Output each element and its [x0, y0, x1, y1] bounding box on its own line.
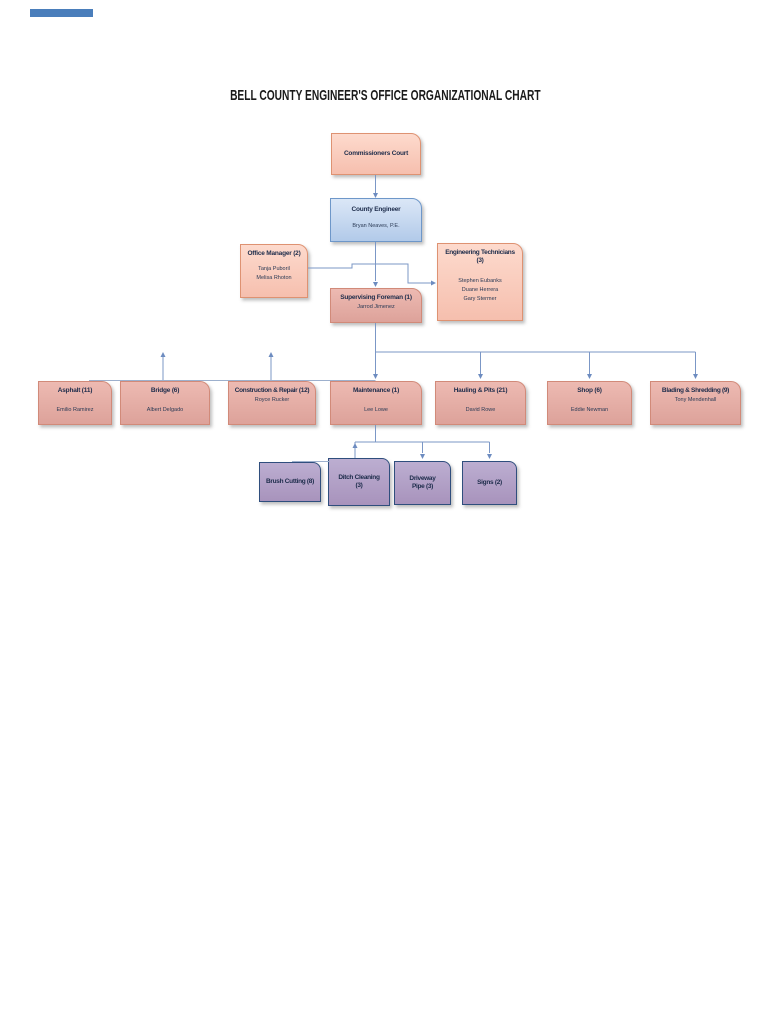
staff-name: Lee Lowe — [364, 407, 388, 414]
arrow-up-ditch — [352, 443, 358, 448]
node-title: Shop (6) — [577, 387, 602, 394]
staff-name: Stephen Eubanks — [458, 278, 502, 285]
node-commissioners-court: Commissioners Court — [331, 133, 421, 175]
node-title: Maintenance (1) — [352, 387, 400, 394]
staff-name: Jarrod Jimenez — [357, 304, 395, 311]
arrow-down-foreman — [373, 282, 378, 287]
node-engineering-technicians: Engineering Technicians (3) Stephen Euba… — [437, 243, 523, 321]
page-title-wrap: BELL COUNTY ENGINEER'S OFFICE ORGANIZATI… — [0, 87, 770, 105]
node-supervising-foreman: Supervising Foreman (1) Jarrod Jimenez — [330, 288, 422, 323]
node-brush-cutting: Brush Cutting (8) — [259, 462, 321, 502]
node-asphalt: Asphalt (11) Emilio Ramirez — [38, 381, 112, 425]
arrow-up-construction — [268, 352, 274, 357]
node-title: Supervising Foreman (1) — [340, 294, 412, 301]
node-names: Tony Mendenhall — [651, 396, 740, 405]
node-names: Lee Lowe — [331, 406, 421, 415]
node-blading-shredding: Blading & Shredding (9) Tony Mendenhall — [650, 381, 741, 425]
node-ditch-cleaning: Ditch Cleaning (3) — [328, 458, 390, 506]
node-title: Construction & Repair (12) — [234, 387, 310, 394]
arrow-up-bridge — [160, 352, 166, 357]
staff-name: David Rowe — [465, 407, 496, 414]
node-title: Engineering Technicians (3) — [438, 249, 522, 265]
node-title: Brush Cutting (8) — [266, 477, 314, 485]
node-bridge: Bridge (6) Albert Delgado — [120, 381, 210, 425]
node-title: Office Manager (2) — [247, 250, 301, 257]
page-title: BELL COUNTY ENGINEER'S OFFICE ORGANIZATI… — [229, 87, 541, 104]
arrow-down-maintenance — [373, 374, 378, 379]
node-construction-repair: Construction & Repair (12) Royce Rucker — [228, 381, 316, 425]
staff-name: Albert Delgado — [146, 407, 184, 414]
node-names: Bryan Neaves, P.E. — [331, 222, 421, 231]
node-names: Eddie Newman — [548, 406, 631, 415]
staff-name: Tony Mendenhall — [674, 397, 717, 404]
arrow-down-shop — [587, 374, 592, 379]
line-foreman-trunk — [375, 323, 696, 353]
node-title: County Engineer — [351, 206, 401, 213]
node-county-engineer: County Engineer Bryan Neaves, P.E. — [330, 198, 422, 242]
node-maintenance: Maintenance (1) Lee Lowe — [330, 381, 422, 425]
node-names: Jarrod Jimenez — [331, 303, 421, 312]
staff-name: Melisa Rhoton — [256, 274, 292, 281]
node-names: Royce Rucker — [229, 396, 315, 405]
top-left-blue-mark — [30, 9, 93, 17]
node-title: Driveway Pipe (3) — [409, 474, 436, 490]
staff-name: Duane Herrera — [461, 287, 499, 294]
line-manager-to-technicians — [308, 263, 431, 284]
node-office-manager: Office Manager (2) Tanja Puboril Melisa … — [240, 244, 308, 298]
node-names: David Rowe — [436, 406, 525, 415]
node-names: Tanja Puboril Melisa Rhoton — [241, 265, 307, 283]
node-title: Ditch Cleaning (3) — [338, 473, 380, 489]
node-driveway-pipe: Driveway Pipe (3) — [394, 461, 451, 505]
node-signs: Signs (2) — [462, 461, 517, 505]
arrow-down-driveway — [420, 454, 425, 459]
node-hauling-pits: Hauling & Pits (21) David Rowe — [435, 381, 526, 425]
staff-name: Tanja Puboril — [258, 266, 290, 273]
node-names: Stephen Eubanks Duane Herrera Gary Sterm… — [438, 277, 522, 303]
staff-name: Emilio Ramirez — [56, 407, 94, 414]
node-title: Bridge (6) — [150, 387, 180, 394]
staff-name: Eddie Newman — [570, 407, 609, 414]
node-title: Signs (2) — [477, 478, 502, 486]
arrow-down-signs — [487, 454, 492, 459]
staff-name: Gary Stermer — [463, 295, 497, 302]
node-title: Asphalt (11) — [57, 387, 93, 394]
node-title: Blading & Shredding (9) — [661, 387, 730, 394]
node-title-line1: Engineering Technicians — [445, 249, 515, 256]
arrow-down-blading — [693, 374, 698, 379]
node-title: Hauling & Pits (21) — [453, 387, 508, 394]
node-names: Emilio Ramirez — [39, 406, 111, 415]
staff-name: Royce Rucker — [254, 397, 290, 404]
node-shop: Shop (6) Eddie Newman — [547, 381, 632, 425]
node-title-line2: (3) — [476, 257, 484, 265]
staff-name: Bryan Neaves, P.E. — [352, 223, 400, 230]
node-names: Albert Delgado — [121, 406, 209, 415]
arrow-right-technicians — [431, 280, 436, 286]
node-title: Commissioners Court — [343, 149, 409, 157]
arrow-down-hauling — [478, 374, 483, 379]
